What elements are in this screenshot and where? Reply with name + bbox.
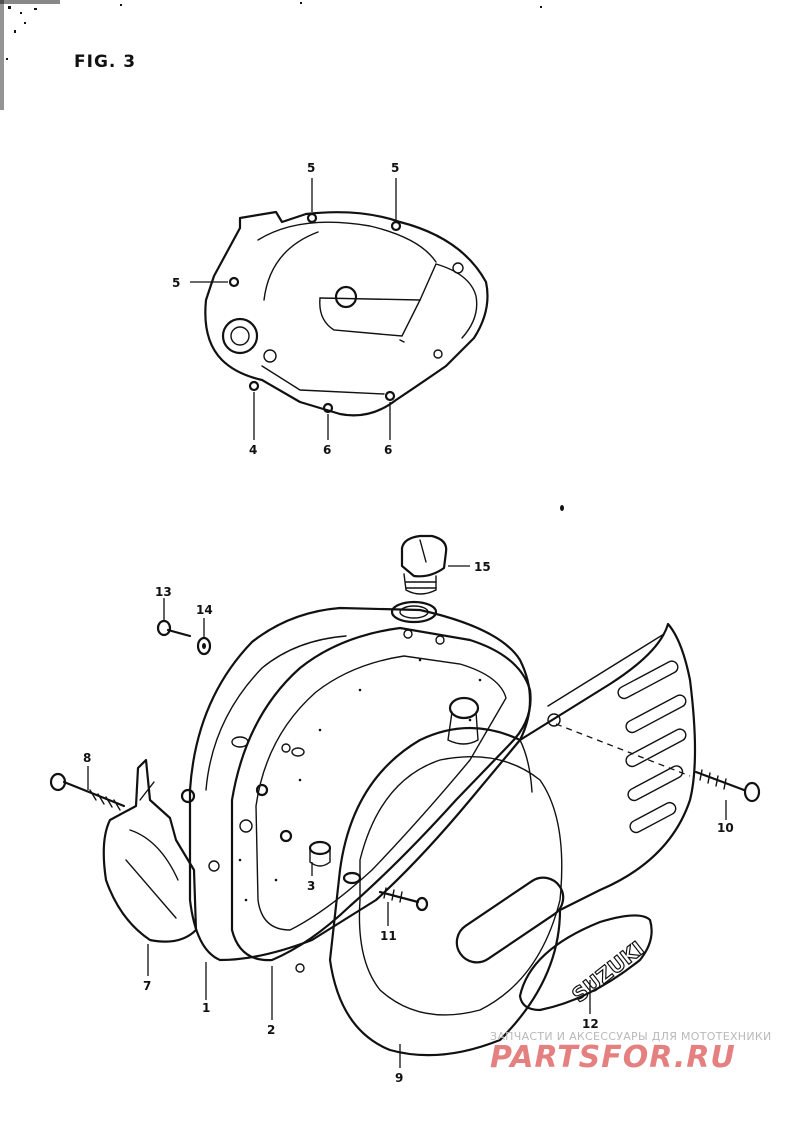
callout-numbers: 5 5 5 4 6 6 15 13 14 8 10 3 11 7 1 2 12 … (83, 161, 734, 1085)
callout-13: 13 (155, 585, 172, 599)
oil-filler-cap (400, 534, 448, 595)
callout-4: 4 (249, 443, 257, 457)
emblem-text: SUZUKI (567, 936, 648, 1007)
callout-6: 6 (384, 443, 392, 457)
callout-5: 5 (391, 161, 399, 175)
callout-12: 12 (582, 1017, 599, 1031)
callout-5: 5 (307, 161, 315, 175)
callout-6: 6 (323, 443, 331, 457)
callout-3: 3 (307, 879, 315, 893)
inner-clutch-cover (204, 210, 489, 417)
watermark-brand: PARTSFOR.RU (490, 1040, 736, 1075)
outer-cover (328, 622, 697, 1057)
callout-11: 11 (380, 929, 397, 943)
callout-9: 9 (395, 1071, 403, 1085)
watermark-tagline: ЗАПЧАСТИ И АКСЕССУАРЫ ДЛЯ МОТОТЕХНИКИ (490, 1030, 772, 1043)
callout-1: 1 (202, 1001, 210, 1015)
callout-7: 7 (143, 979, 151, 993)
leader-lines (87, 178, 727, 1068)
callout-8: 8 (83, 751, 91, 765)
callout-2: 2 (267, 1023, 275, 1037)
callout-15: 15 (474, 560, 491, 574)
callout-5: 5 (172, 276, 180, 290)
callout-14: 14 (196, 603, 213, 617)
figure-title: FIG. 3 (74, 52, 137, 72)
scan-noise (0, 0, 542, 110)
emblem-plate: SUZUKI (518, 914, 653, 1012)
sprocket-cover (102, 758, 198, 943)
gasket-and-case (188, 600, 532, 973)
callout-10: 10 (717, 821, 734, 835)
bolts (49, 505, 761, 912)
